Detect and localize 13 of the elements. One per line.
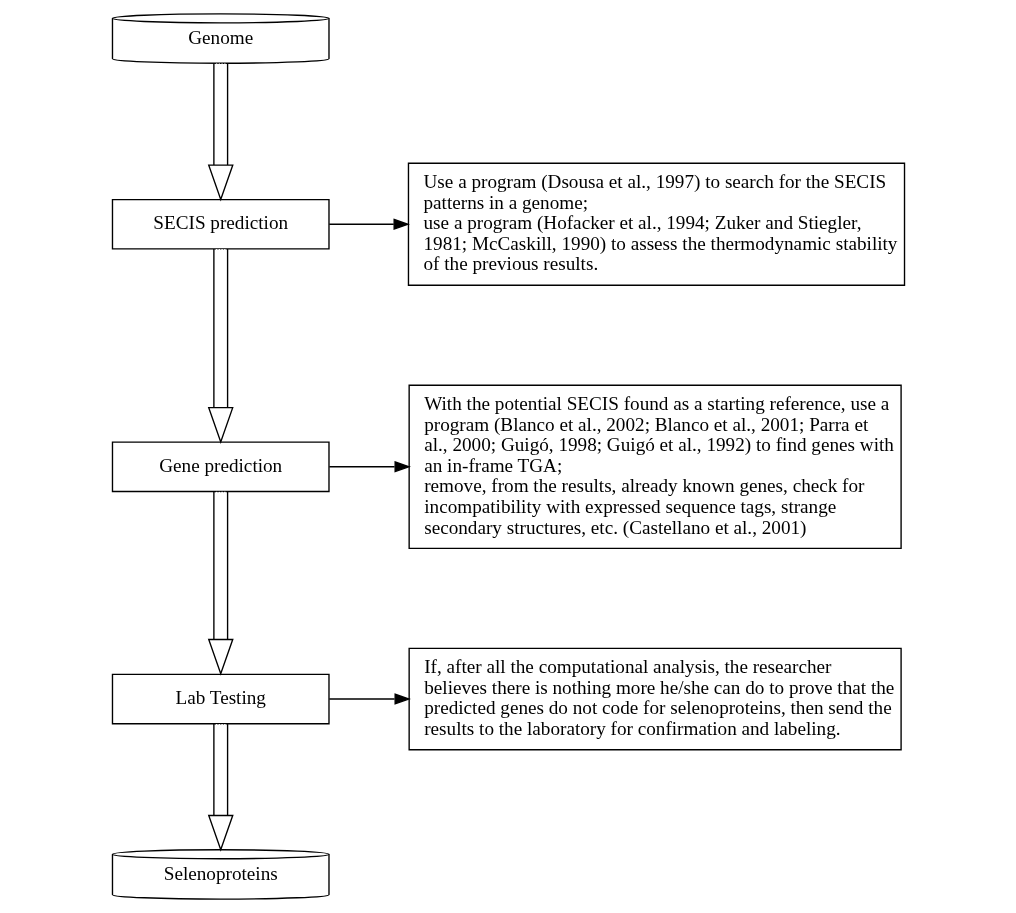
arrow [328,218,410,230]
arrow [207,248,234,444]
node-box: With the potential SECIS found as a starting reference, use a program (Blanco et al., 2002; Blanco et al., 2001; Parra et al., 2000; Guigó, 1998; Guigó et al., 1992) to find genes with an in-frame TGA; remove, from the results, already known genes, check for incompatibility with expressed sequence tags, strange secondary structures, etc. (Castellano et al., 2001) [407,384,902,549]
arrow [207,723,234,852]
node-box: If, after all the computational analysis, the researcher believes there is nothing more he/she can do to prove that the predicted genes do not code for selenoproteins, then send the results to the laboratory for confirmation and labeling. [407,647,902,751]
arrow [207,62,234,202]
node-box: SECIS prediction [111,198,330,250]
node-box: Gene prediction [111,441,330,493]
arrow [328,693,411,705]
arrow [328,461,411,473]
arrow [207,491,234,676]
node-box: Lab Testing [111,673,330,725]
node-box: Use a program (Dsousa et al., 1997) to search for the SECIS patterns in a genome; use a program (Hofacker et al., 1994; Zuker and Stiegler, 1981; McCaskill, 1990) to assess the thermodynamic stability of the previous results. [407,162,905,286]
